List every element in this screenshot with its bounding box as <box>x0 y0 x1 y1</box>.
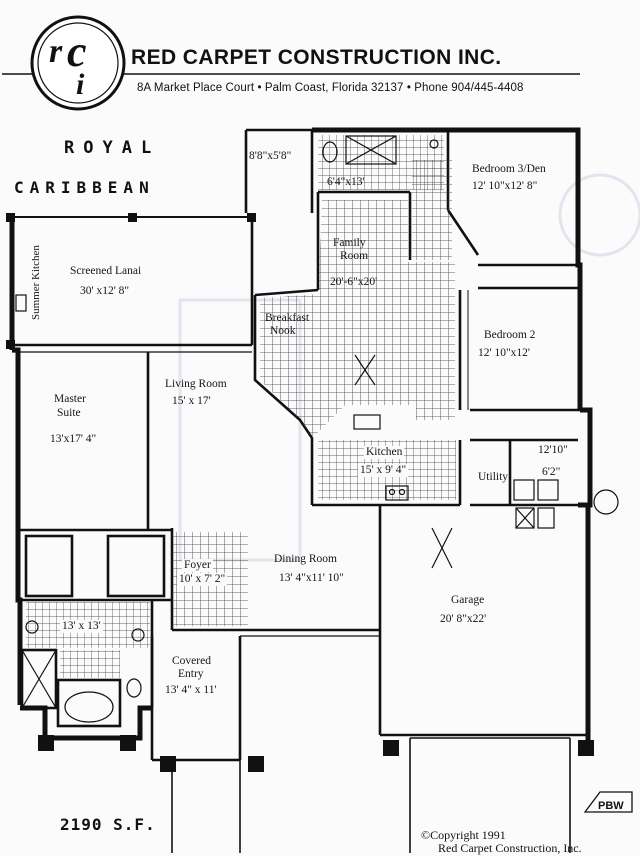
svg-text:r: r <box>49 33 63 70</box>
square-footage: 2190 S.F. <box>60 815 156 834</box>
summer-kitchen-label: Summer Kitchen <box>30 245 42 320</box>
kitchen-dimensions: 15' x 9' 4" <box>358 464 409 477</box>
covered-entry-name: Covered <box>172 655 211 667</box>
fixtures <box>15 135 619 723</box>
family-room-dimensions: 20'-6"x20' <box>330 276 378 288</box>
kitchen-name: Kitchen <box>364 446 405 459</box>
master-suite-name: Master <box>54 393 86 405</box>
model-name-line1: ROYAL <box>64 138 161 158</box>
copyright-line: ©Copyright 1991 <box>421 828 506 842</box>
foyer-name: Foyer <box>182 559 213 572</box>
living-room-name: Living Room <box>165 378 227 390</box>
closet-dimensions: 8'8"x5'8" <box>249 150 292 162</box>
bedroom2-name: Bedroom 2 <box>484 329 536 341</box>
breakfast-nook-name: Breakfast <box>265 312 310 324</box>
living-room-dimensions: 15' x 17' <box>172 395 211 407</box>
master-suite-name2: Suite <box>57 407 81 419</box>
garage-name: Garage <box>451 594 485 606</box>
garage-dimensions: 20' 8"x22' <box>440 613 487 625</box>
bedroom2-dimensions: 12' 10"x12' <box>478 347 530 359</box>
bedroom3-name: Bedroom 3/Den <box>472 163 546 175</box>
master-suite-dimensions: 13'x17' 4" <box>50 433 97 445</box>
company-name: RED CARPET CONSTRUCTION INC. <box>131 46 502 69</box>
family-room-name: Family <box>333 237 366 249</box>
model-name-line2: CARIBBEAN <box>14 178 155 197</box>
foyer-dimensions: 10' x 7' 2" <box>177 573 228 586</box>
utility-closet-dim1: 12'10" <box>538 444 568 456</box>
builder-badge: PBW <box>583 791 633 813</box>
covered-entry-dimensions: 13' 4" x 11' <box>165 684 217 696</box>
lanai-name: Screened Lanai <box>70 265 142 277</box>
copyright-company: Red Carpet Construction, Inc. <box>438 841 582 855</box>
bath2-dimensions: 6'4"x13' <box>327 176 365 188</box>
master-bath-dimensions: 13' x 13' <box>60 620 103 633</box>
lanai-dimensions: 30' x12' 8" <box>80 285 130 297</box>
columns <box>6 213 594 772</box>
company-logo: r c i <box>30 15 126 111</box>
breakfast-nook-name2: Nook <box>270 325 296 337</box>
dining-room-dimensions: 13' 4"x11' 10" <box>279 572 344 584</box>
company-address: 8A Market Place Court • Palm Coast, Flor… <box>137 82 524 94</box>
covered-entry-name2: Entry <box>178 668 204 680</box>
family-room-name2: Room <box>340 250 369 262</box>
bedroom3-dimensions: 12' 10"x12' 8" <box>472 180 538 192</box>
svg-text:PBW: PBW <box>598 800 624 812</box>
svg-text:c: c <box>67 27 87 76</box>
utility-closet-dim2: 6'2" <box>542 466 561 478</box>
svg-text:i: i <box>76 68 85 101</box>
dining-room-name: Dining Room <box>274 553 337 565</box>
interior-walls <box>12 128 588 853</box>
utility-name: Utility <box>478 471 509 483</box>
